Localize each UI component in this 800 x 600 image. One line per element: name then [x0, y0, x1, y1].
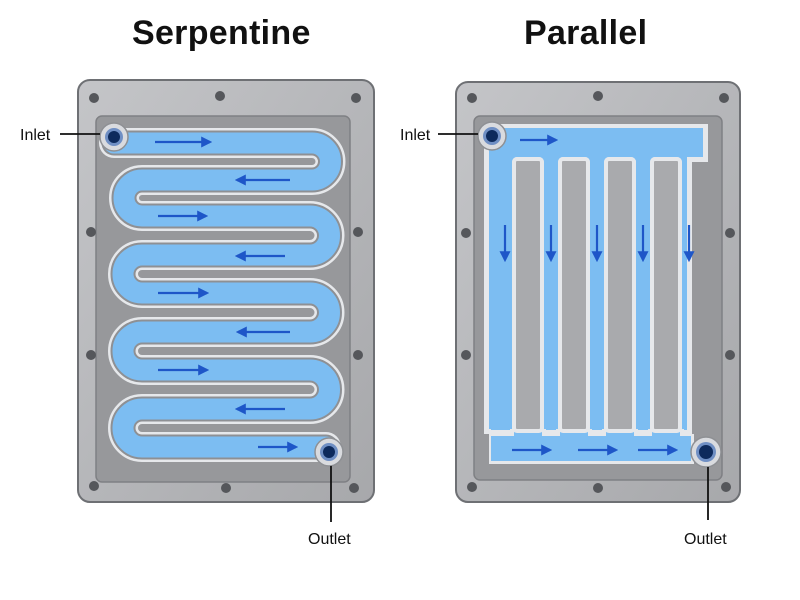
bolt-hole [353, 350, 363, 360]
serpentine-inlet-port [99, 122, 129, 152]
bolt-hole [221, 483, 231, 493]
parallel-title: Parallel [524, 14, 648, 52]
bolt-hole [86, 227, 96, 237]
parallel-flow-arrows [499, 134, 695, 456]
parallel-inlet-label: Inlet [400, 127, 431, 144]
bolt-hole [593, 483, 603, 493]
bolt-hole [593, 91, 603, 101]
serpentine-title: Serpentine [132, 14, 311, 52]
bolt-hole [89, 93, 99, 103]
bolt-hole [89, 481, 99, 491]
parallel-bolt-holes [461, 91, 735, 493]
parallel-outlet-manifold [491, 436, 691, 461]
serpentine-flow-arrows [155, 136, 299, 453]
bolt-hole [215, 91, 225, 101]
bolt-hole [719, 93, 729, 103]
bolt-hole [86, 350, 96, 360]
bolt-hole [721, 482, 731, 492]
serpentine-fluid [103, 132, 341, 458]
serpentine-outlet-label: Outlet [308, 531, 351, 548]
bolt-hole [353, 227, 363, 237]
bolt-hole [461, 228, 471, 238]
serpentine-outlet-port [314, 437, 344, 467]
serpentine-bolt-holes [86, 91, 363, 493]
serpentine-channel [99, 128, 346, 462]
bolt-hole [461, 350, 471, 360]
parallel-outlet-port [690, 436, 722, 468]
bolt-hole [467, 93, 477, 103]
bolt-hole [351, 93, 361, 103]
bolt-hole [467, 482, 477, 492]
parallel-inlet-port [477, 121, 507, 151]
bolt-hole [349, 483, 359, 493]
bolt-hole [725, 350, 735, 360]
bolt-hole [725, 228, 735, 238]
parallel-outlet-label: Outlet [684, 531, 727, 548]
serpentine-inlet-label: Inlet [20, 127, 51, 144]
